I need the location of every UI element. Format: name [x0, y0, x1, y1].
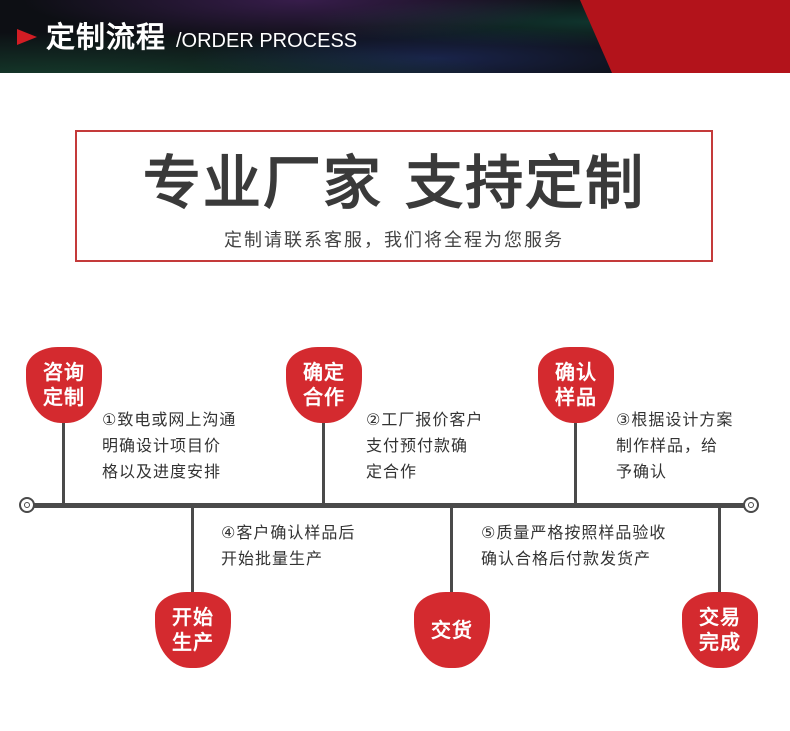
step-6-badge: 交易 完成: [682, 592, 758, 668]
step-2-badge: 确定 合作: [286, 347, 362, 423]
step-5-description: ⑤质量严格按照样品验收 确认合格后付款发货产: [481, 523, 667, 568]
play-arrow-icon: [17, 29, 37, 45]
header-subtitle: /ORDER PROCESS: [176, 30, 358, 52]
timeline-axis: [27, 503, 751, 508]
step-2-badge-label: 确定 合作: [303, 360, 345, 409]
timeline-start-ring-icon: [19, 497, 35, 513]
header-red-accent: [580, 0, 790, 73]
banner-title: 专业厂家 支持定制: [142, 149, 646, 217]
slogan-banner: 专业厂家 支持定制 定制请联系客服，我们将全程为您服务: [75, 130, 713, 262]
step-3-badge-label: 确认 样品: [555, 360, 597, 409]
step-4-description: ④客户确认样品后 开始批量生产: [221, 523, 356, 568]
step-4-badge: 开始 生产: [155, 592, 231, 668]
step-2-stem: [322, 418, 325, 506]
step-1-description: ①致电或网上沟通 明确设计项目价 格以及进度安排: [102, 410, 237, 481]
header-title: 定制流程: [46, 20, 167, 54]
step-3-stem: [574, 418, 577, 506]
step-3-description: ③根据设计方案 制作样品，给 予确认: [616, 410, 734, 481]
step-5-badge-label: 交货: [431, 617, 473, 642]
timeline-end-ring-icon: [743, 497, 759, 513]
step-3-badge: 确认 样品: [538, 347, 614, 423]
step-2-description: ②工厂报价客户 支付预付款确 定合作: [366, 410, 484, 481]
step-6-stem: [718, 506, 721, 598]
page-header: 定制流程 /ORDER PROCESS: [0, 0, 790, 73]
step-1-stem: [62, 418, 65, 506]
step-1-badge: 咨询 定制: [26, 347, 102, 423]
step-6-badge-label: 交易 完成: [699, 605, 741, 654]
step-5-stem: [450, 506, 453, 598]
step-4-stem: [191, 506, 194, 598]
step-4-badge-label: 开始 生产: [172, 605, 214, 654]
step-1-badge-label: 咨询 定制: [43, 360, 85, 409]
banner-subtitle: 定制请联系客服，我们将全程为您服务: [224, 230, 564, 251]
step-5-badge: 交货: [414, 592, 490, 668]
